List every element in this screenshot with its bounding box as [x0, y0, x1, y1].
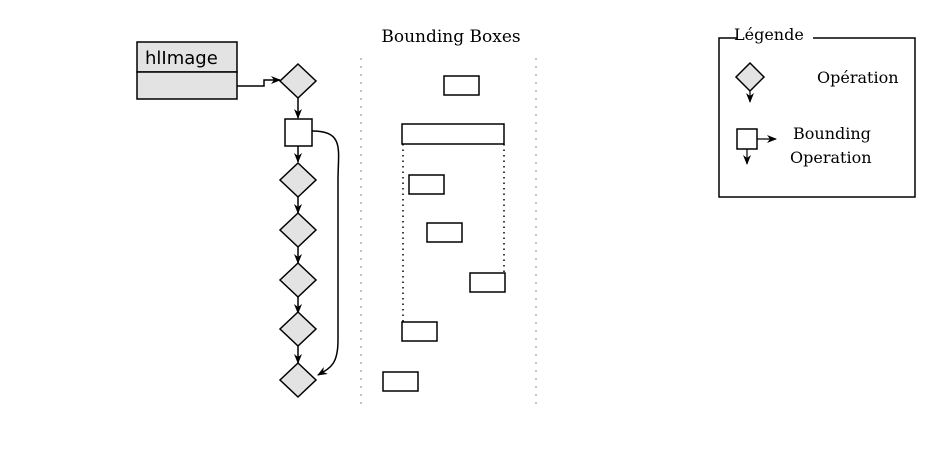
- operation-diamond-3: [278, 211, 318, 249]
- image-to-op-arrow: [237, 76, 281, 87]
- legend-bounding-icon: [736, 128, 758, 150]
- legend-bounding-label-line2: Operation: [790, 148, 872, 167]
- bounding-bypass-arrow: [311, 130, 340, 376]
- hlimage-label: hlImage: [145, 48, 218, 69]
- bounding-box-1: [443, 75, 480, 96]
- legend: Légende Opération Bounding Operation: [718, 25, 916, 198]
- legend-operation-label: Opération: [817, 68, 899, 87]
- bounding-box-3: [408, 174, 445, 195]
- operation-diamond-5: [278, 310, 318, 348]
- bounding-operation-square: [284, 118, 313, 147]
- bounding-boxes-title: Bounding Boxes: [381, 27, 520, 47]
- bounding-box-6: [401, 321, 438, 342]
- legend-frame: [718, 37, 916, 198]
- bounding-box-5: [469, 272, 506, 293]
- legend-operation-icon: [734, 61, 766, 93]
- legend-bounding-label-line1: Bounding: [793, 124, 871, 143]
- bounding-box-4: [426, 222, 463, 243]
- hlimage-box-header: [136, 41, 238, 73]
- bounding-box-2: [401, 123, 505, 145]
- legend-title: Légende: [734, 25, 804, 44]
- hlimage-box-body: [136, 71, 238, 100]
- operation-diamond-6: [278, 361, 318, 399]
- operation-diamond-4: [278, 261, 318, 299]
- operation-diamond-2: [278, 161, 318, 199]
- operation-diamond-1: [278, 62, 318, 100]
- hlimage-box: hlImage: [136, 41, 238, 100]
- bounding-box-7: [382, 371, 419, 392]
